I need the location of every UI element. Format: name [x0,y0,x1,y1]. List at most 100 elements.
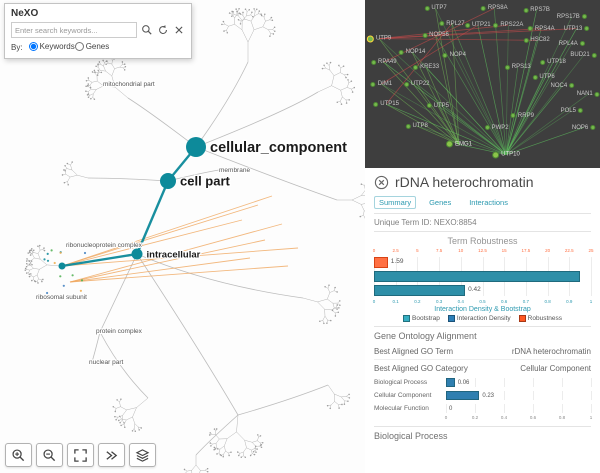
gene-label: RPS13 [511,64,531,71]
search-by-genes-radio[interactable]: Genes [74,42,109,51]
gene-node-rps8a[interactable]: RPS8A [480,5,508,11]
gene-label: UTP7 [431,5,447,12]
tree-branch-label: ribonucleoprotein complex [66,242,143,249]
gene-node-rps22a[interactable]: RPS22A [493,22,523,28]
gene-node-rpa49[interactable]: RPA49 [371,59,397,65]
gene-label: UTP13 [563,25,583,32]
gene-node-utp18[interactable]: UTP18 [540,59,566,65]
tab-interactions[interactable]: Interactions [469,198,508,207]
legend-swatch [403,315,410,322]
gene-node-rrp9[interactable]: RRP9 [510,113,534,119]
gene-node-rps4a[interactable]: RPS4A [527,26,555,32]
search-by-keywords-radio[interactable]: Keywords [28,42,75,51]
gene-node-utp21[interactable]: UTP21 [464,22,491,28]
bar-value-label: 0.42 [468,286,481,294]
zoom-in-button[interactable] [5,443,32,467]
gene-label: RPS17B [556,13,580,20]
axis-tick: 20 [545,248,551,253]
refresh-icon[interactable] [156,24,169,37]
close-detail-icon[interactable] [374,175,389,190]
axis-tick: 0.2 [471,415,479,420]
tree-node-cellular-component[interactable] [186,137,206,157]
gene-node-utp22[interactable]: UTP22 [403,81,430,87]
axis-tick: 12.5 [478,248,487,253]
gene-node-utp7[interactable]: UTP7 [424,5,447,12]
gene-node-bud21[interactable]: BUD21 [570,52,597,58]
tree-node-cell-part[interactable] [160,173,176,189]
gene-dot [581,14,587,20]
go-bar-value: 0 [449,405,453,412]
gene-node-utp13[interactable]: UTP13 [564,26,590,32]
gene-node-utp8[interactable]: UTP8 [405,123,428,129]
gene-node-emg1[interactable]: EMG1 [445,140,472,148]
axis-tick: 0.4 [457,299,464,304]
gene-dot [523,7,529,13]
gene-node-utp6[interactable]: UTP6 [532,74,555,80]
tab-summary[interactable]: Summary [374,196,417,209]
gene-node-hsc82[interactable]: HSC82 [523,37,550,43]
gene-node-rps13[interactable]: RPS13 [504,64,531,71]
gene-node-utp10[interactable]: UTP10 [492,151,520,159]
search-icon[interactable] [140,24,153,37]
radio-label: Keywords [39,42,75,51]
tree-node-intracellular[interactable] [131,248,143,260]
gene-dot [405,123,411,129]
gene-node-utp9[interactable]: UTP9 [366,35,391,43]
search-input[interactable] [11,22,137,38]
gene-node-nop56[interactable]: NOP56 [422,32,449,38]
gene-node-dim1[interactable]: DIM1 [370,81,392,87]
fit-to-screen-button[interactable] [67,443,94,467]
gene-node-utp15[interactable]: UTP15 [373,101,399,107]
legend-label: Robustness [527,315,562,322]
go-alignment-section-title: Gene Ontology Alignment [374,331,477,341]
gene-node-kre33[interactable]: KRE33 [413,64,439,70]
gene-network-canvas[interactable] [365,0,600,168]
search-by-keywords-radio-input[interactable] [28,42,38,51]
gene-dot [484,125,490,131]
gene-dot [523,37,529,43]
go-category-label: Molecular Function [374,405,429,412]
axis-tick: 2.5 [392,248,399,253]
gene-node-nop14[interactable]: NOP14 [398,49,425,55]
gene-dot [442,52,448,58]
gene-node-utp5[interactable]: UTP5 [426,103,449,109]
gene-node-nan1[interactable]: NAN1 [577,91,600,97]
tree-node-label: intracellular [147,249,201,260]
gene-node-rps17b[interactable]: RPS17B [557,14,587,20]
gene-node-rpl4a[interactable]: RPL4A [559,41,585,47]
search-by-genes-radio-input[interactable] [74,42,84,51]
gene-dot [413,64,419,70]
layers-button[interactable] [129,443,156,467]
gene-dot [510,113,516,119]
search-by-label: By: [11,43,23,52]
gene-node-noc4[interactable]: NOC4 [551,83,575,89]
tab-genes[interactable]: Genes [429,198,452,207]
gene-node-pwp2[interactable]: PWP2 [484,125,509,131]
bar-value-label: 1.59 [390,258,404,266]
gene-node-nop4[interactable]: NOP4 [442,52,466,58]
clear-search-icon[interactable] [172,24,185,37]
collapse-tree-button[interactable] [98,443,125,467]
gene-node-pol5[interactable]: POL5 [561,108,583,114]
gene-node-rps7b[interactable]: RPS7B [523,7,550,13]
gene-node-rpl27[interactable]: RPL27 [439,21,465,27]
gene-node-nop6[interactable]: NOP6 [572,125,596,131]
expand-arrows-icon [74,448,87,462]
axis-tick: 0.6 [529,415,537,420]
highlighted-interaction-edge [61,219,243,267]
zoom-out-button[interactable] [36,443,63,467]
gene-dot [370,81,376,87]
tree-node-cluster[interactable] [58,262,66,270]
go-bar-row-molecular-function: Molecular Function 0 [374,402,592,415]
gene-dot [594,91,600,97]
gene-label: UTP15 [380,101,399,108]
gene-dot [403,81,409,87]
